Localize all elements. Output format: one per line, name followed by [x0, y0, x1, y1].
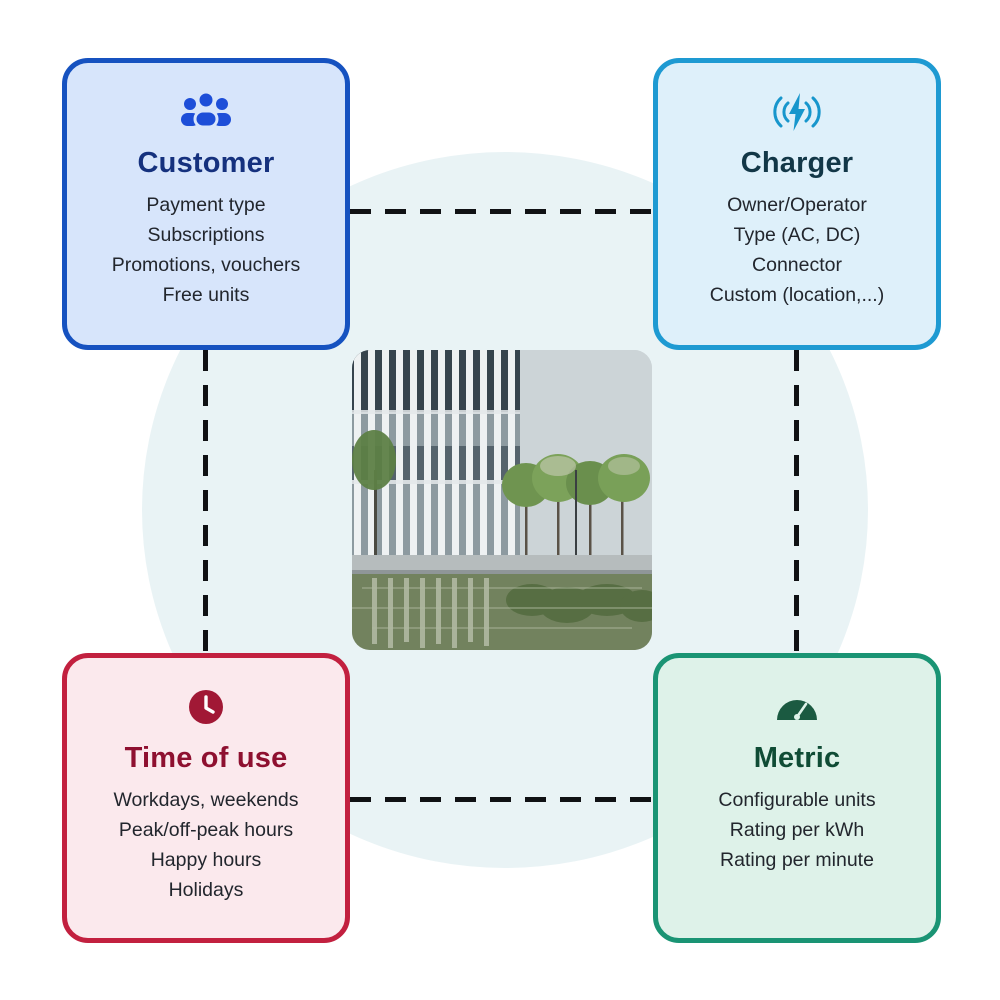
card-item: Peak/off-peak hours — [118, 819, 294, 841]
connector-timeofuse-metric — [350, 797, 653, 802]
clock-icon — [73, 682, 339, 732]
card-item: Workdays, weekends — [113, 789, 299, 811]
people-group-icon — [73, 87, 339, 137]
card-item: Type (AC, DC) — [733, 224, 861, 246]
card-items-charger: Owner/Operator Type (AC, DC) Connector C… — [664, 190, 930, 310]
connector-customer-charger — [350, 209, 653, 214]
gauge-icon — [664, 682, 930, 732]
card-item: Custom (location,...) — [709, 284, 885, 306]
card-items-time-of-use: Workdays, weekends Peak/off-peak hours H… — [73, 785, 339, 905]
card-customer: Customer Payment type Subscriptions Prom… — [62, 58, 350, 350]
card-item: Subscriptions — [147, 224, 265, 246]
card-charger: Charger Owner/Operator Type (AC, DC) Con… — [653, 58, 941, 350]
card-title-metric: Metric — [753, 742, 841, 774]
wireless-charging-icon — [664, 87, 930, 137]
card-time-of-use: Time of use Workdays, weekends Peak/off-… — [62, 653, 350, 943]
center-photo — [352, 350, 652, 650]
card-item: Connector — [752, 254, 842, 276]
card-items-metric: Configurable units Rating per kWh Rating… — [664, 785, 930, 875]
card-title-customer: Customer — [137, 147, 275, 179]
card-items-customer: Payment type Subscriptions Promotions, v… — [73, 190, 339, 310]
card-item: Owner/Operator — [727, 194, 867, 216]
connector-charger-metric — [794, 350, 799, 655]
card-item: Happy hours — [150, 849, 262, 871]
card-metric: Metric Configurable units Rating per kWh… — [653, 653, 941, 943]
card-item: Free units — [162, 284, 250, 306]
card-item: Rating per kWh — [729, 819, 865, 841]
card-item: Promotions, vouchers — [111, 254, 301, 276]
card-item: Rating per minute — [720, 849, 874, 871]
connector-customer-timeofuse — [203, 350, 208, 655]
card-item: Holidays — [168, 879, 244, 901]
card-title-time-of-use: Time of use — [124, 742, 288, 774]
card-item: Payment type — [146, 194, 266, 216]
card-item: Configurable units — [718, 789, 876, 811]
card-title-charger: Charger — [740, 147, 854, 179]
